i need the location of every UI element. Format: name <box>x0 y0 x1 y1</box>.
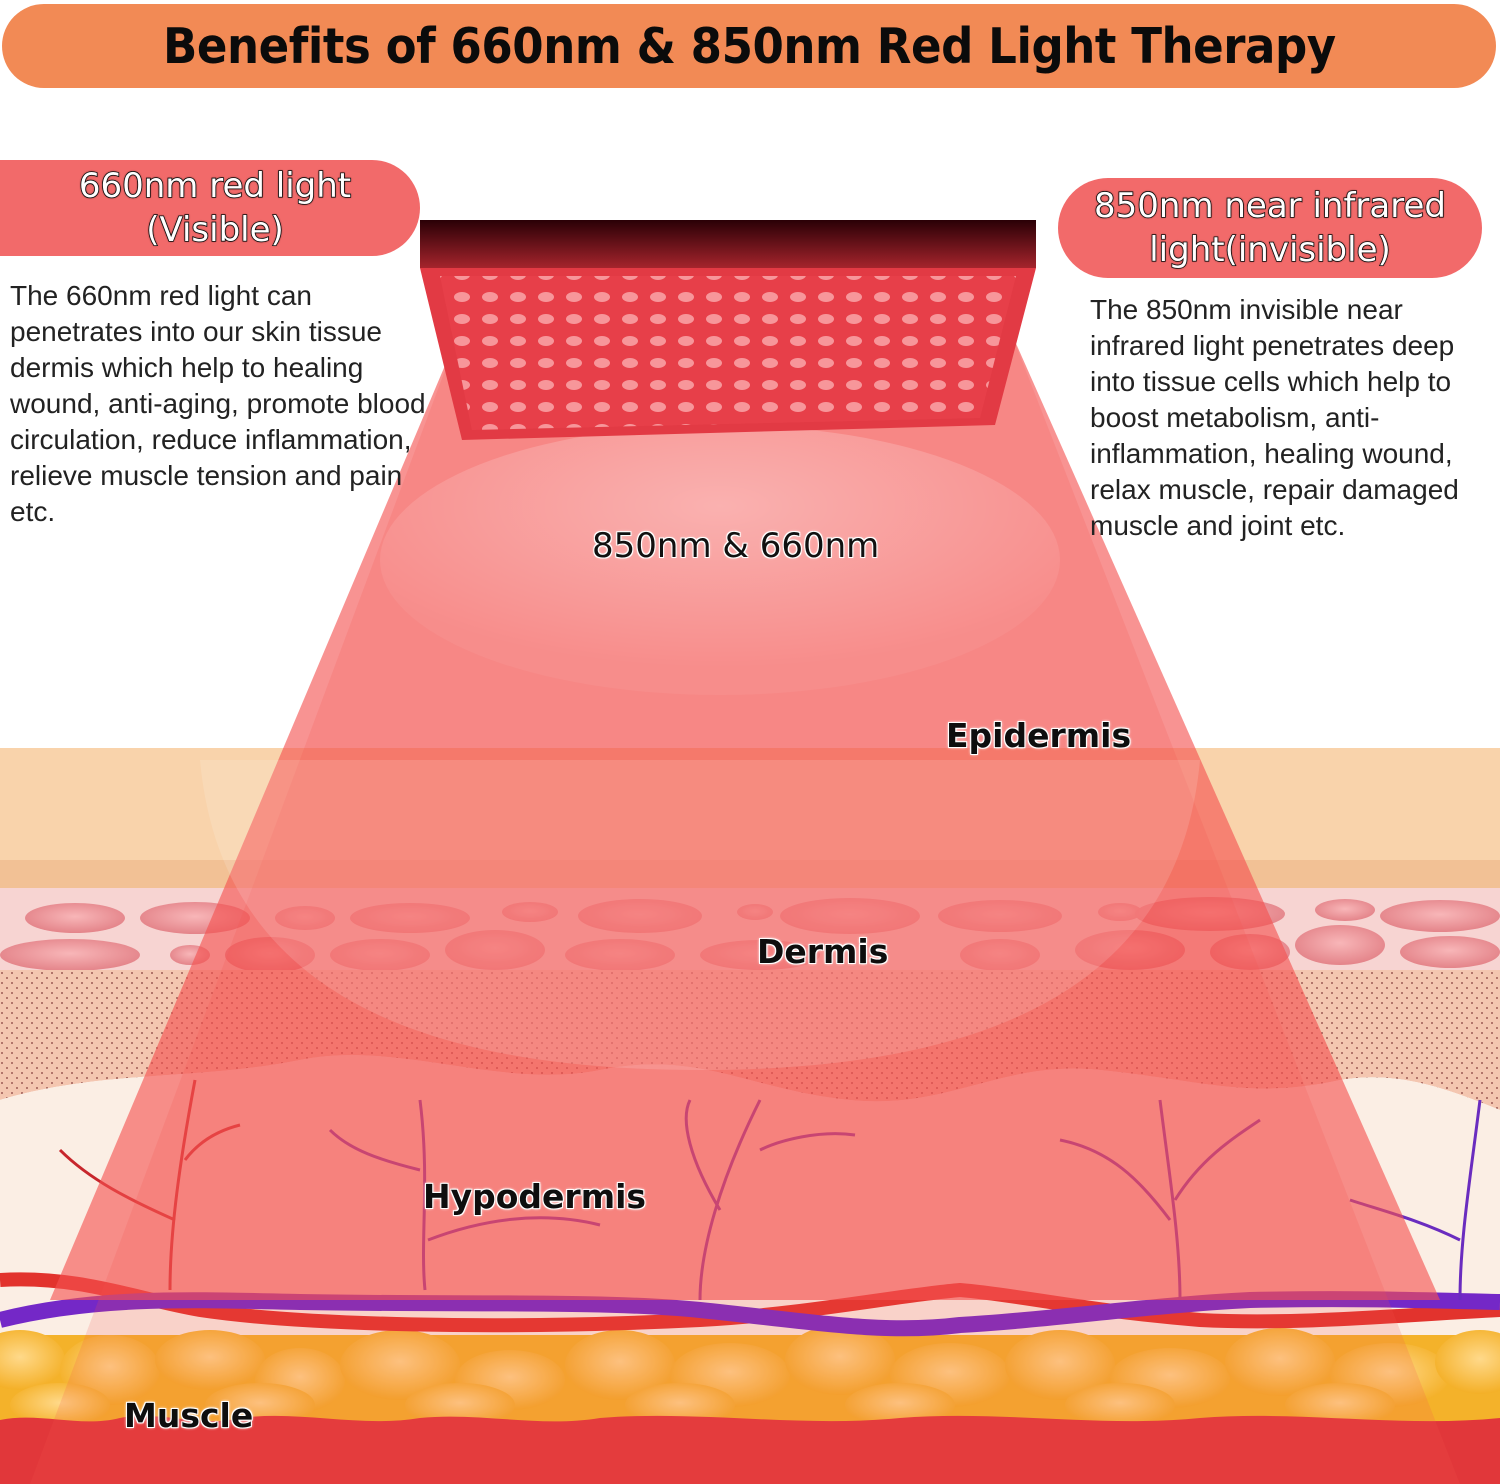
layer-label-muscle: Muscle <box>124 1396 254 1435</box>
led-panel-icon <box>420 220 1036 440</box>
layer-label-dermis: Dermis <box>757 932 889 971</box>
label-660nm: 660nm red light (Visible) <box>0 160 420 256</box>
description-660nm: The 660nm red light can penetrates into … <box>10 280 426 527</box>
label-660nm-text: 660nm red light (Visible) <box>78 165 352 251</box>
label-850nm: 850nm near infrared light(invisible) <box>1058 178 1482 278</box>
layer-label-epidermis: Epidermis <box>946 716 1132 755</box>
label-850nm-line1: 850nm near infrared <box>1093 185 1447 227</box>
layer-label-hypodermis: Hypodermis <box>423 1177 647 1216</box>
page-title: Benefits of 660nm & 850nm Red Light Ther… <box>162 17 1336 75</box>
beam-wavelength-label: 850nm & 660nm <box>592 526 880 566</box>
description-850nm: The 850nm invisible near infrared light … <box>1090 294 1459 541</box>
title-banner: Benefits of 660nm & 850nm Red Light Ther… <box>2 4 1496 88</box>
label-850nm-line2: light(invisible) <box>1148 229 1391 271</box>
